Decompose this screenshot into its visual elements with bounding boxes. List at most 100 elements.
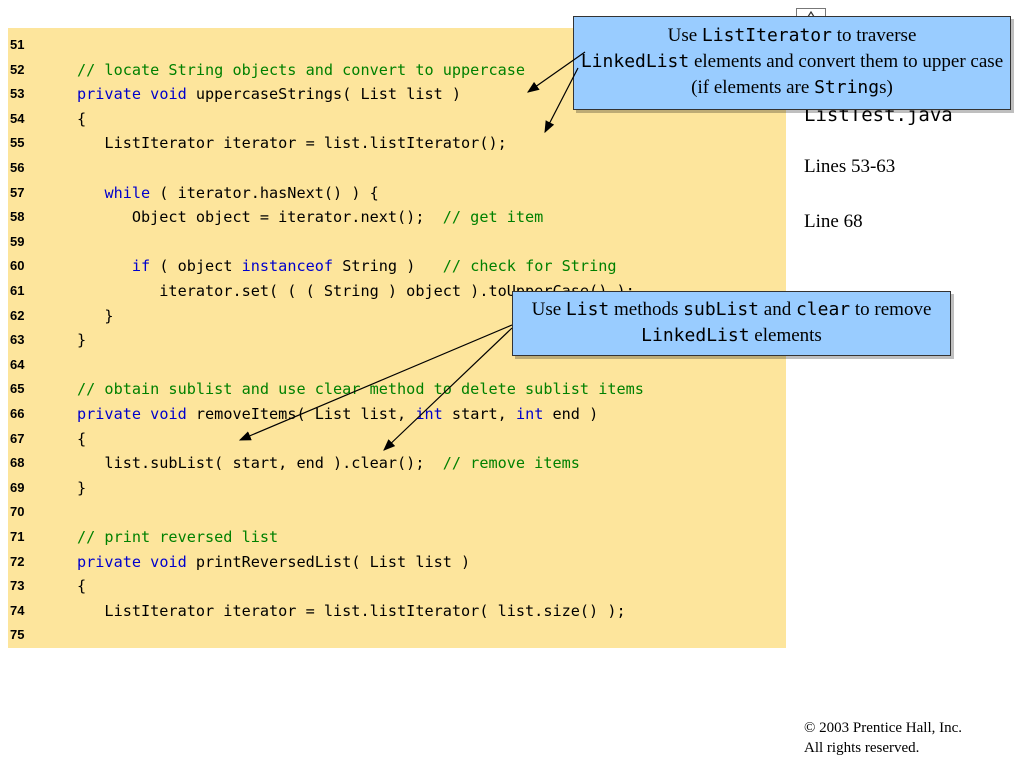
code-line: 57 while ( iterator.hasNext() ) { [8, 181, 786, 206]
line-number: 67 [10, 430, 25, 446]
line-number: 51 [10, 37, 25, 52]
callout-text: Use [531, 299, 566, 320]
code-line: 75 [8, 623, 786, 648]
code-comment: // obtain sublist and use clear method t… [77, 380, 644, 399]
code-token: ( object [150, 257, 242, 276]
line-number: 66 [10, 406, 25, 421]
code-line: 53 private void uppercaseStrings( List li… [8, 82, 786, 107]
code-line: 65 // obtain sublist and use clear method… [8, 377, 786, 402]
line-number: 52 [10, 61, 25, 77]
code-line: 67 { [8, 427, 786, 452]
code-comment: // get item [442, 208, 544, 227]
code-text: { [77, 427, 86, 452]
sidebar-lines-ref-1: Lines 53-63 [804, 156, 896, 177]
code-text: { [77, 107, 86, 132]
line-number: 55 [10, 135, 25, 151]
code-comment: // remove items [442, 454, 580, 473]
code-text: private void uppercaseStrings( List list… [77, 82, 461, 107]
line-number: 68 [10, 455, 25, 471]
line-number: 72 [10, 553, 25, 569]
code-text: // locate String objects and convert to … [77, 58, 525, 83]
callout-text: and [759, 299, 796, 320]
line-number: 59 [10, 233, 25, 249]
line-number: 62 [10, 307, 25, 323]
line-number: 74 [10, 602, 25, 618]
callout-code: LinkedList [641, 325, 750, 346]
line-number: 65 [10, 381, 25, 397]
code-text: Object object = iterator.next(); // get … [77, 205, 543, 230]
code-token: ( iterator.hasNext() ) { [150, 183, 379, 202]
code-keyword: instanceof [241, 257, 334, 276]
line-number: 56 [10, 160, 25, 175]
code-token [77, 184, 104, 202]
code-line: 55 ListIterator iterator = list.listIter… [8, 131, 786, 156]
code-token: start, [442, 405, 516, 423]
callout-code: List [565, 299, 610, 320]
code-text: if ( object instanceof String ) // check… [77, 254, 617, 279]
callout-code: subList [683, 299, 760, 320]
callout-text: methods [609, 299, 684, 320]
line-number: 69 [10, 479, 25, 495]
code-token: ListIterator iterator = list.listIterato… [77, 134, 507, 153]
code-token [141, 85, 150, 103]
code-token [141, 405, 150, 423]
copyright-line-2: All rights reserved. [804, 740, 920, 756]
callout-code: clear [795, 299, 851, 320]
callout-sublist-clear: Use List methods subList and clear to re… [512, 291, 951, 356]
callout-text: to traverse [831, 25, 917, 46]
code-token: } [77, 331, 87, 350]
line-number: 54 [10, 110, 25, 126]
code-token: uppercaseStrings( List list ) [186, 85, 462, 104]
code-token: { [77, 429, 87, 448]
line-number: 73 [10, 578, 25, 594]
code-text: { [77, 574, 86, 599]
sidebar-lines-ref-2: Line 68 [804, 211, 863, 232]
line-number: 57 [10, 184, 25, 200]
code-comment: // print reversed list [77, 528, 279, 546]
line-number: 75 [10, 627, 25, 643]
code-keyword: private [77, 552, 142, 571]
callout-text: to remove [850, 299, 932, 320]
code-keyword: int [515, 405, 544, 423]
code-line: 58 Object object = iterator.next(); // g… [8, 205, 786, 230]
code-keyword: while [104, 183, 151, 202]
code-token [77, 257, 132, 275]
code-text: } [77, 328, 86, 353]
line-number: 64 [10, 356, 25, 372]
code-keyword: void [150, 552, 187, 571]
code-token: { [77, 577, 87, 596]
code-keyword: void [150, 85, 187, 104]
code-token: end ) [543, 405, 599, 423]
code-text: list.subList( start, end ).clear(); // r… [77, 451, 580, 476]
code-line: 71 // print reversed list [8, 525, 786, 550]
code-line: 62 } [8, 304, 786, 329]
line-number: 53 [10, 86, 25, 102]
line-number: 71 [10, 529, 25, 544]
code-comment: // check for String [442, 257, 617, 276]
code-token [141, 553, 150, 571]
code-token: String ) [333, 257, 443, 276]
callout-text: Use [667, 25, 702, 46]
code-token: { [77, 109, 87, 128]
callout-text: s) [879, 77, 893, 98]
line-number: 61 [10, 283, 25, 298]
callout-text: elements [749, 325, 822, 346]
code-text: // obtain sublist and use clear method t… [77, 377, 644, 402]
code-text: } [77, 476, 86, 501]
code-text: ListIterator iterator = list.listIterato… [77, 131, 507, 156]
code-line: 59 [8, 230, 786, 255]
code-text: private void printReversedList( List lis… [77, 550, 470, 575]
code-keyword: int [415, 405, 443, 423]
copyright-notice: © 2003 Prentice Hall, Inc. All rights re… [804, 718, 962, 758]
code-line: 60 if ( object instanceof String ) // ch… [8, 254, 786, 279]
code-text: // print reversed list [77, 525, 278, 550]
code-line: 73 { [8, 574, 786, 599]
code-line: 70 [8, 500, 786, 525]
line-number: 63 [10, 332, 25, 348]
code-line: 74 ListIterator iterator = list.listIter… [8, 599, 786, 624]
callout-code: LinkedList [580, 51, 690, 72]
code-line: 51 [8, 33, 786, 58]
code-token: } [77, 306, 114, 325]
code-text: while ( iterator.hasNext() ) { [77, 181, 379, 206]
